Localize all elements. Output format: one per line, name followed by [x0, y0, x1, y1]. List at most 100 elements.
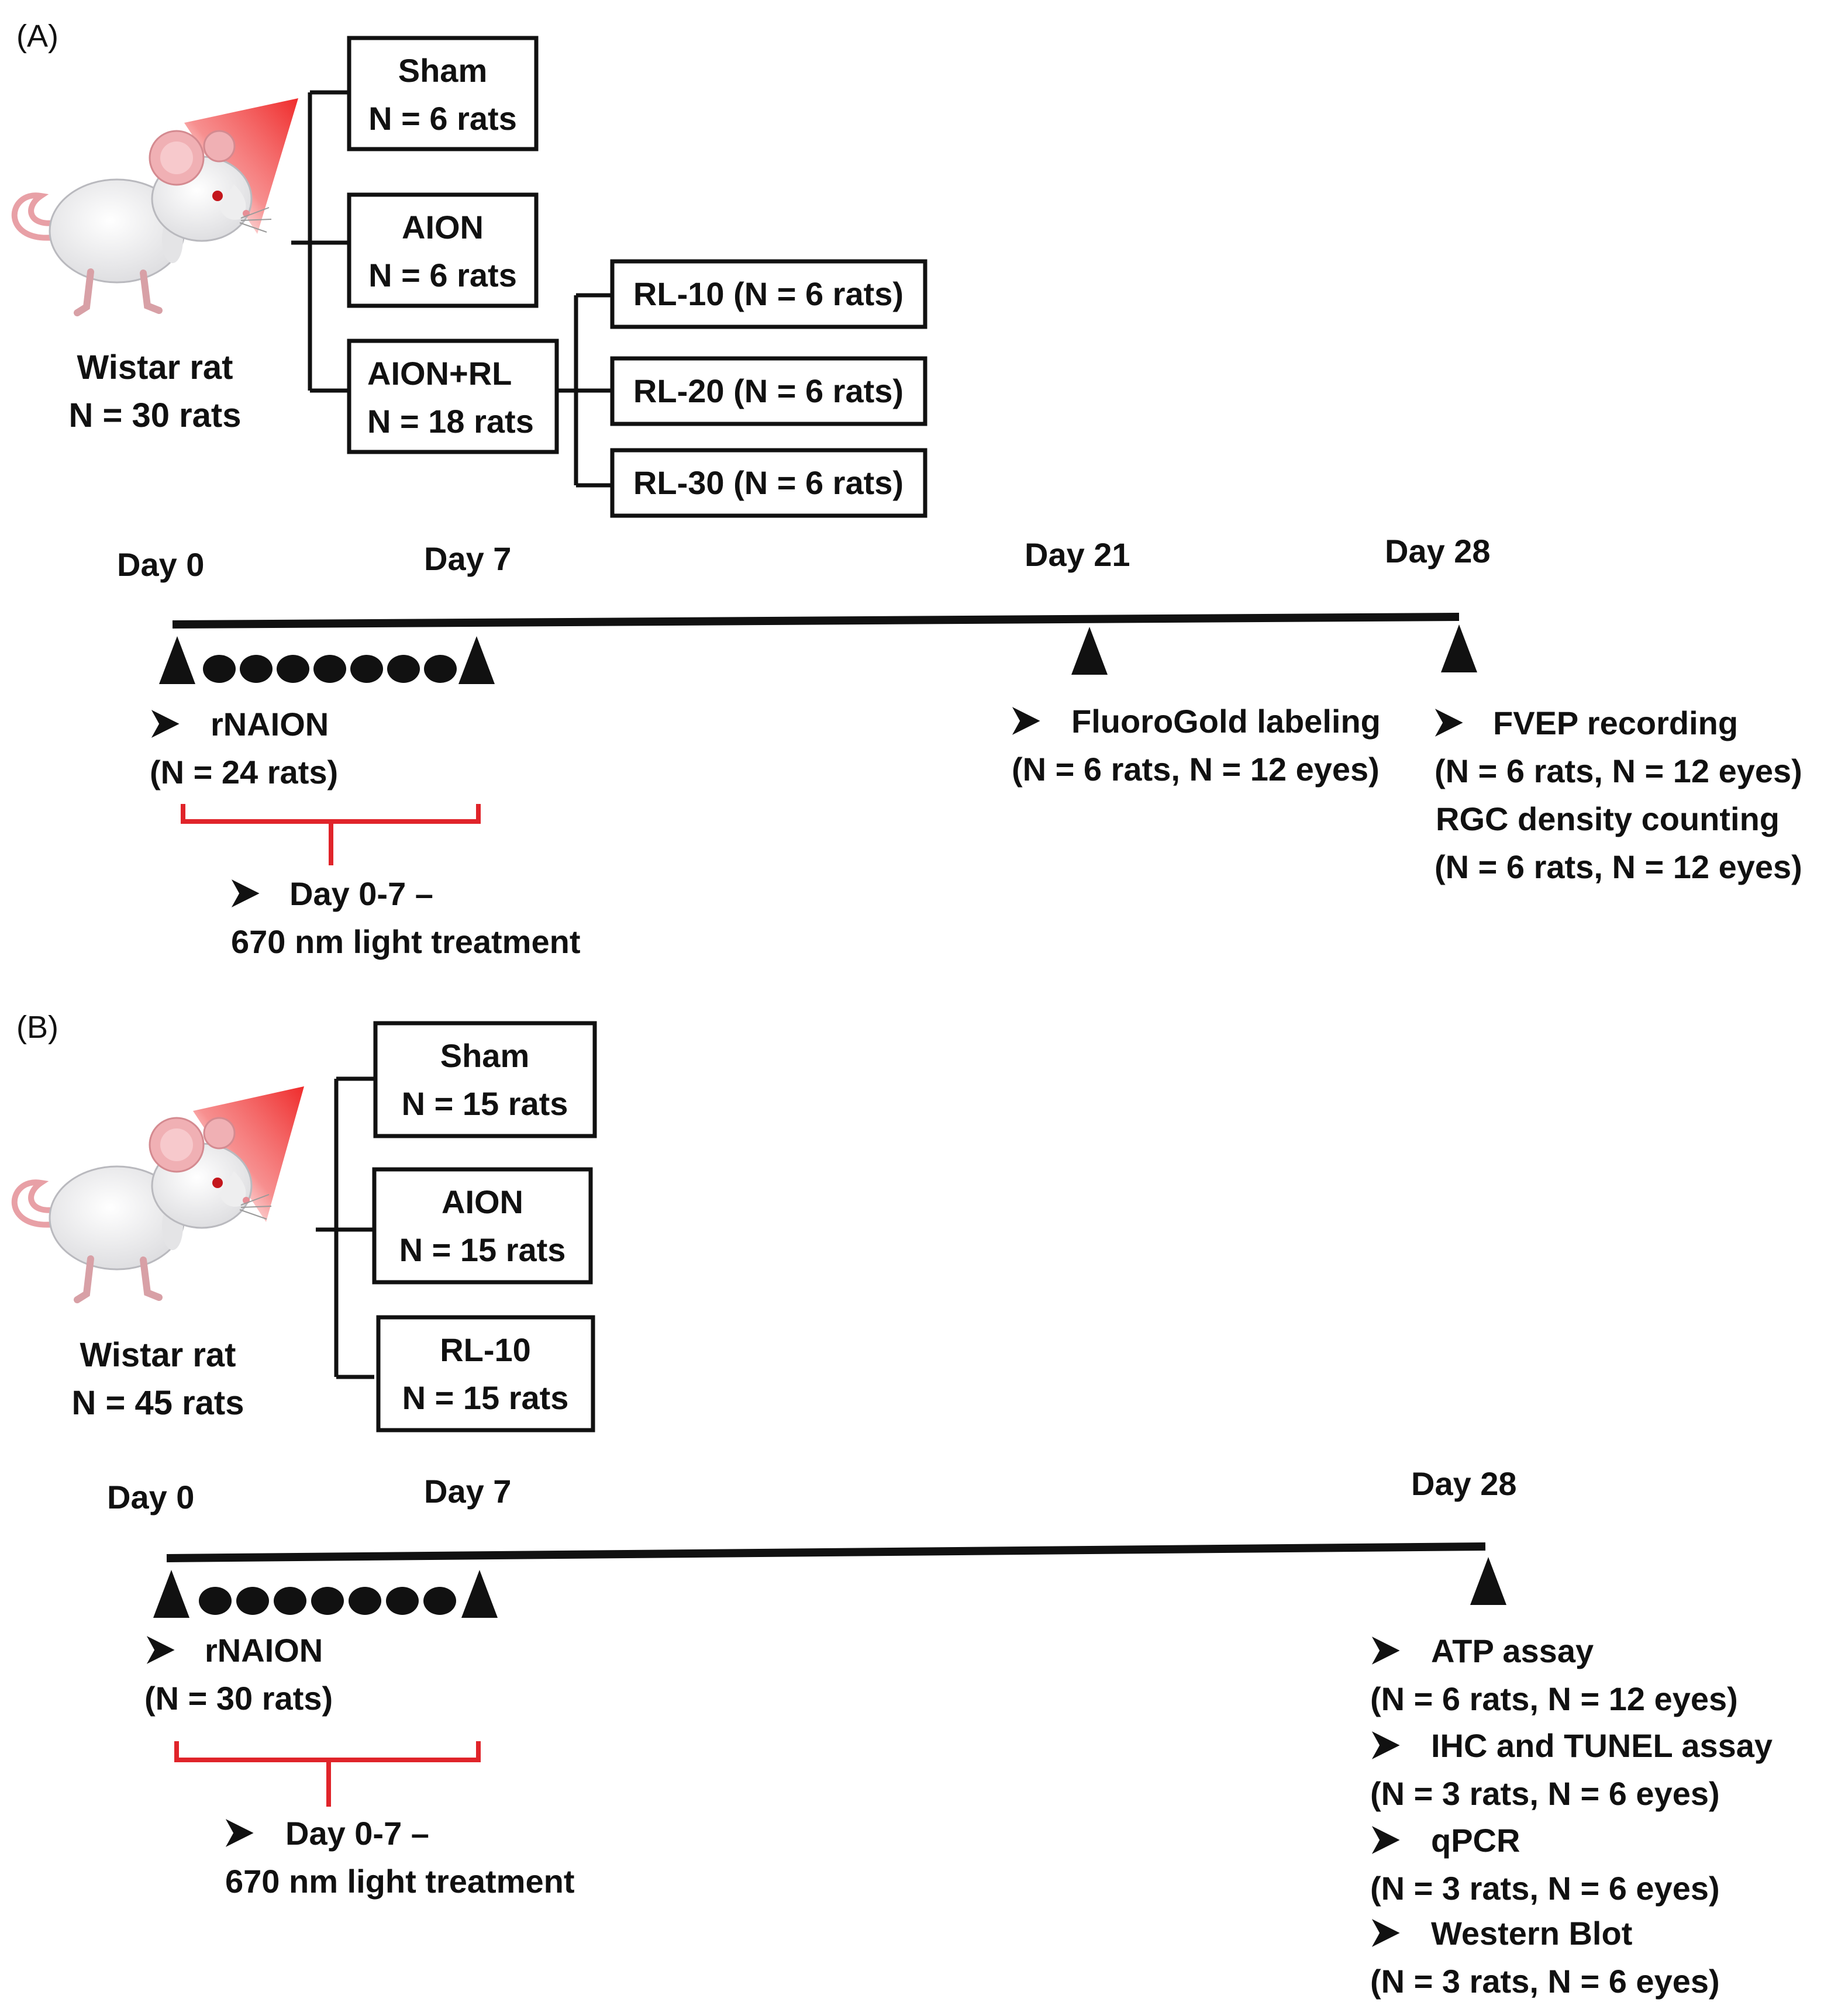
day28-event-count: (N = 3 rats, N = 6 eyes): [1370, 1963, 1720, 2000]
day28-event-count: (N = 3 rats, N = 6 eyes): [1370, 1775, 1720, 1812]
day28-event-count: (N = 6 rats, N = 12 eyes): [1435, 752, 1802, 789]
day-label-28: Day 28: [1385, 533, 1491, 569]
subgroup-box-rl-10: RL-10 (N = 6 rats): [610, 259, 927, 329]
treatment-dot: [277, 655, 309, 683]
arrow-bullet-icon: [150, 1639, 171, 1661]
subject-label: Wistar rat: [77, 348, 233, 386]
treatment-dot: [386, 1587, 419, 1615]
induction-title: rNAION: [211, 706, 329, 743]
day-label-7: Day 7: [424, 540, 511, 577]
group-box-rl-10: RL-10 N = 15 rats: [376, 1315, 595, 1432]
group-box-aion: AION N = 15 rats: [372, 1167, 593, 1285]
day-marker-triangle: [1470, 1557, 1506, 1605]
treatment-dots: [203, 655, 457, 683]
arrow-bullet-icon: [155, 713, 176, 734]
day28-event-count: (N = 6 rats, N = 12 eyes): [1370, 1680, 1738, 1717]
day-marker-triangle: [1441, 624, 1477, 672]
treatment-dot: [203, 655, 236, 683]
treatment-dot: [311, 1587, 344, 1615]
treatment-line-1: Day 0-7 –: [289, 875, 433, 912]
group-count: N = 15 rats: [399, 1231, 566, 1268]
treatment-dots: [199, 1587, 456, 1615]
arrow-bullet-icon: [235, 883, 256, 904]
group-name: AION: [442, 1183, 523, 1220]
subject-label: Wistar rat: [80, 1336, 236, 1374]
day-marker-triangle: [1071, 627, 1108, 675]
day28-event-count: (N = 6 rats, N = 12 eyes): [1435, 848, 1802, 885]
day-label-7: Day 7: [424, 1473, 511, 1510]
arrow-bullet-icon: [1375, 1922, 1396, 1943]
timeline-a: Day 0 Day 7 Day 21 Day 28 rNAION (N = 24…: [117, 533, 1802, 960]
panel-b: (B) Wistar rat N = 45 rats Sham N = 15 r…: [15, 1010, 1773, 2000]
subgroup-label: RL-30 (N = 6 rats): [633, 464, 904, 501]
arrow-bullet-icon: [1375, 1829, 1396, 1851]
day28-event-title: RGC density counting: [1436, 800, 1780, 837]
group-count: N = 18 rats: [367, 403, 534, 440]
subgroup-connector: [557, 293, 611, 488]
group-name: RL-10: [440, 1331, 531, 1368]
day28-event-title: ATP assay: [1431, 1632, 1594, 1669]
day28-event-title: FVEP recording: [1493, 705, 1738, 741]
treatment-dot: [349, 1587, 381, 1615]
treatment-dot: [350, 655, 383, 683]
group-count: N = 15 rats: [402, 1379, 569, 1416]
day-marker-triangle: [461, 1570, 498, 1618]
subject-count: N = 45 rats: [71, 1384, 244, 1422]
treatment-dot: [424, 655, 457, 683]
treatment-dot: [199, 1587, 232, 1615]
day21-event-title: FluoroGold labeling: [1071, 703, 1381, 740]
treatment-dot: [274, 1587, 306, 1615]
arrow-bullet-icon: [229, 1822, 250, 1844]
group-name: AION: [402, 209, 484, 246]
group-count: N = 6 rats: [368, 257, 517, 294]
induction-count: (N = 24 rats): [150, 754, 338, 790]
treatment-bracket: [181, 804, 481, 865]
day28-event-title: Western Blot: [1431, 1915, 1632, 1952]
arrow-bullet-icon: [1375, 1640, 1396, 1661]
treatment-dot: [240, 655, 273, 683]
treatment-dot: [236, 1587, 269, 1615]
day-label-21: Day 21: [1025, 536, 1130, 573]
arrow-bullet-icon: [1375, 1735, 1396, 1756]
induction-count: (N = 30 rats): [144, 1680, 333, 1717]
treatment-dot: [423, 1587, 456, 1615]
day-label-28: Day 28: [1411, 1465, 1517, 1502]
day28-event-title: IHC and TUNEL assay: [1431, 1727, 1773, 1764]
group-count: N = 15 rats: [402, 1085, 568, 1122]
group-count: N = 6 rats: [368, 100, 517, 137]
group-box-aion: AION N = 6 rats: [347, 192, 539, 308]
group-box-sham: Sham N = 15 rats: [373, 1021, 597, 1138]
day-marker-triangle: [458, 636, 495, 684]
subgroup-box-rl-20: RL-20 (N = 6 rats): [610, 356, 927, 426]
group-name: Sham: [440, 1037, 530, 1074]
treatment-bracket: [174, 1741, 481, 1807]
treatment-dot: [387, 655, 420, 683]
group-connector: [291, 90, 348, 393]
day-marker-triangle: [159, 636, 195, 684]
treatment-dot: [313, 655, 346, 683]
group-connector: [316, 1076, 374, 1379]
panel-a-label: (A): [16, 19, 58, 54]
induction-title: rNAION: [205, 1632, 323, 1669]
subgroup-label: RL-10 (N = 6 rats): [633, 275, 904, 312]
treatment-line-2: 670 nm light treatment: [225, 1863, 574, 1900]
panel-a: (A) Wistar rat N = 30 rats Sham N = 6 ra…: [15, 19, 1802, 960]
group-name: Sham: [398, 52, 488, 89]
group-name: AION+RL: [367, 355, 512, 392]
group-box-aion-rl: AION+RL N = 18 rats: [347, 339, 559, 454]
panel-b-label: (B): [16, 1010, 58, 1045]
day-marker-triangle: [153, 1570, 189, 1618]
subject-count: N = 30 rats: [68, 396, 241, 434]
day21-event-count: (N = 6 rats, N = 12 eyes): [1012, 751, 1380, 788]
day-label-0: Day 0: [117, 546, 204, 583]
day-label-0: Day 0: [107, 1479, 194, 1516]
timeline-axis: [172, 613, 1460, 629]
timeline-axis: [166, 1542, 1486, 1562]
group-box-sham: Sham N = 6 rats: [347, 36, 539, 151]
treatment-line-2: 670 nm light treatment: [231, 923, 580, 960]
subgroup-box-rl-30: RL-30 (N = 6 rats): [610, 448, 927, 518]
day28-event-count: (N = 3 rats, N = 6 eyes): [1370, 1870, 1720, 1907]
day28-event-title: qPCR: [1431, 1822, 1520, 1859]
timeline-b: Day 0 Day 7 Day 28 rNAION (N = 30 rats): [107, 1465, 1773, 2000]
